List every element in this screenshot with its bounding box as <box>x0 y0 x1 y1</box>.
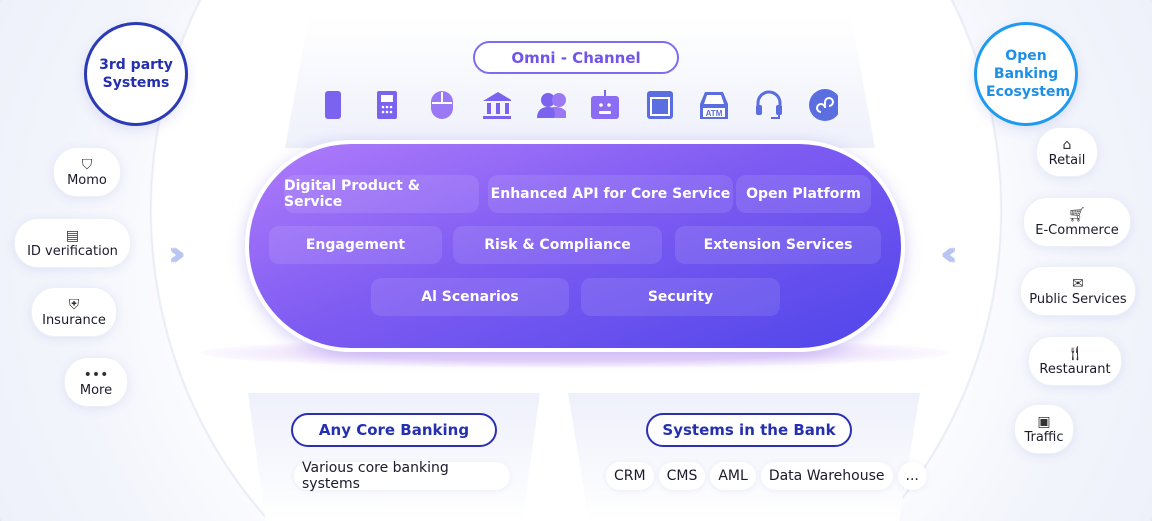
omni-channel-label: Omni - Channel <box>473 41 679 74</box>
item-label: Public Services <box>1029 291 1127 307</box>
capability-extension-services[interactable]: Extension Services <box>675 226 881 264</box>
system-more: ... <box>897 462 927 490</box>
core-banking-subtitle: Various core banking systems <box>294 460 510 492</box>
mobile-phone-icon <box>318 90 348 120</box>
omni-channel-panel <box>285 18 875 148</box>
bus-icon: ▣ <box>1037 413 1051 430</box>
users-icon <box>536 90 566 120</box>
right-item-ecommerce[interactable]: 🛒︎E-Commerce <box>1023 197 1131 247</box>
pos-terminal-icon <box>372 90 402 120</box>
left-item-id-verification[interactable]: ▤ID verification <box>14 218 131 268</box>
capability-open-platform[interactable]: Open Platform <box>736 175 871 213</box>
systems-in-bank-button[interactable]: Systems in the Bank <box>646 413 852 447</box>
left-item-insurance[interactable]: ⛨Insurance <box>31 287 117 337</box>
any-core-banking-button[interactable]: Any Core Banking <box>291 413 497 447</box>
more-dots-icon: ••• <box>83 366 109 383</box>
left-item-more[interactable]: •••More <box>64 357 128 407</box>
core-capabilities-panel: Digital Product & Service Enhanced API f… <box>245 140 905 352</box>
robot-icon <box>590 90 620 120</box>
browser-window-icon <box>645 90 675 120</box>
system-aml: AML <box>710 462 756 490</box>
left-item-momo[interactable]: ⛉Momo <box>53 147 121 197</box>
system-data-warehouse: Data Warehouse <box>760 462 893 490</box>
shopping-bag-icon: ⛉ <box>81 156 93 173</box>
capability-engagement[interactable]: Engagement <box>269 226 442 264</box>
fork-knife-icon: 🍴︎ <box>1066 345 1084 362</box>
item-label: Insurance <box>42 312 106 328</box>
bank-systems-list: CRM CMS AML Data Warehouse ... <box>606 462 927 490</box>
right-item-public-services[interactable]: ✉Public Services <box>1020 266 1136 316</box>
system-cms: CMS <box>658 462 706 490</box>
capability-security[interactable]: Security <box>581 278 780 316</box>
item-label: Momo <box>67 172 107 188</box>
mouse-icon <box>427 90 457 120</box>
right-item-retail[interactable]: ⌂Retail <box>1036 127 1098 177</box>
cart-icon: 🛒︎ <box>1068 206 1086 223</box>
item-label: E-Commerce <box>1035 222 1119 238</box>
atm-icon: ATM <box>699 90 729 120</box>
right-item-traffic[interactable]: ▣Traffic <box>1014 404 1074 454</box>
open-banking-circle: Open Banking Ecosystem <box>974 22 1078 126</box>
channel-icons-row: ATM <box>318 89 838 121</box>
mini-program-icon <box>808 89 838 121</box>
capability-risk-compliance[interactable]: Risk & Compliance <box>453 226 662 264</box>
id-card-icon: ▤ <box>65 227 80 244</box>
bank-branch-icon <box>481 90 512 120</box>
right-item-restaurant[interactable]: 🍴︎Restaurant <box>1028 336 1122 386</box>
item-label: ID verification <box>27 243 118 259</box>
capability-ai-scenarios[interactable]: Al Scenarios <box>371 278 569 316</box>
third-party-systems-circle: 3rd party Systems <box>84 22 188 126</box>
third-party-title: 3rd party Systems <box>99 57 173 91</box>
store-icon: ⌂ <box>1062 136 1072 153</box>
item-label: Restaurant <box>1039 361 1111 377</box>
capability-enhanced-api[interactable]: Enhanced API for Core Service <box>488 175 733 213</box>
insurance-icon: ⛨ <box>68 296 80 313</box>
item-label: Traffic <box>1024 429 1064 445</box>
public-services-icon: ✉ <box>1072 275 1084 292</box>
atm-label: ATM <box>706 109 723 118</box>
capability-digital-product[interactable]: Digital Product & Service <box>284 175 479 213</box>
open-banking-title: Open Banking Ecosystem <box>986 48 1071 100</box>
item-label: More <box>79 382 113 398</box>
system-crm: CRM <box>606 462 654 490</box>
headset-icon <box>754 90 784 120</box>
item-label: Retail <box>1048 152 1086 168</box>
